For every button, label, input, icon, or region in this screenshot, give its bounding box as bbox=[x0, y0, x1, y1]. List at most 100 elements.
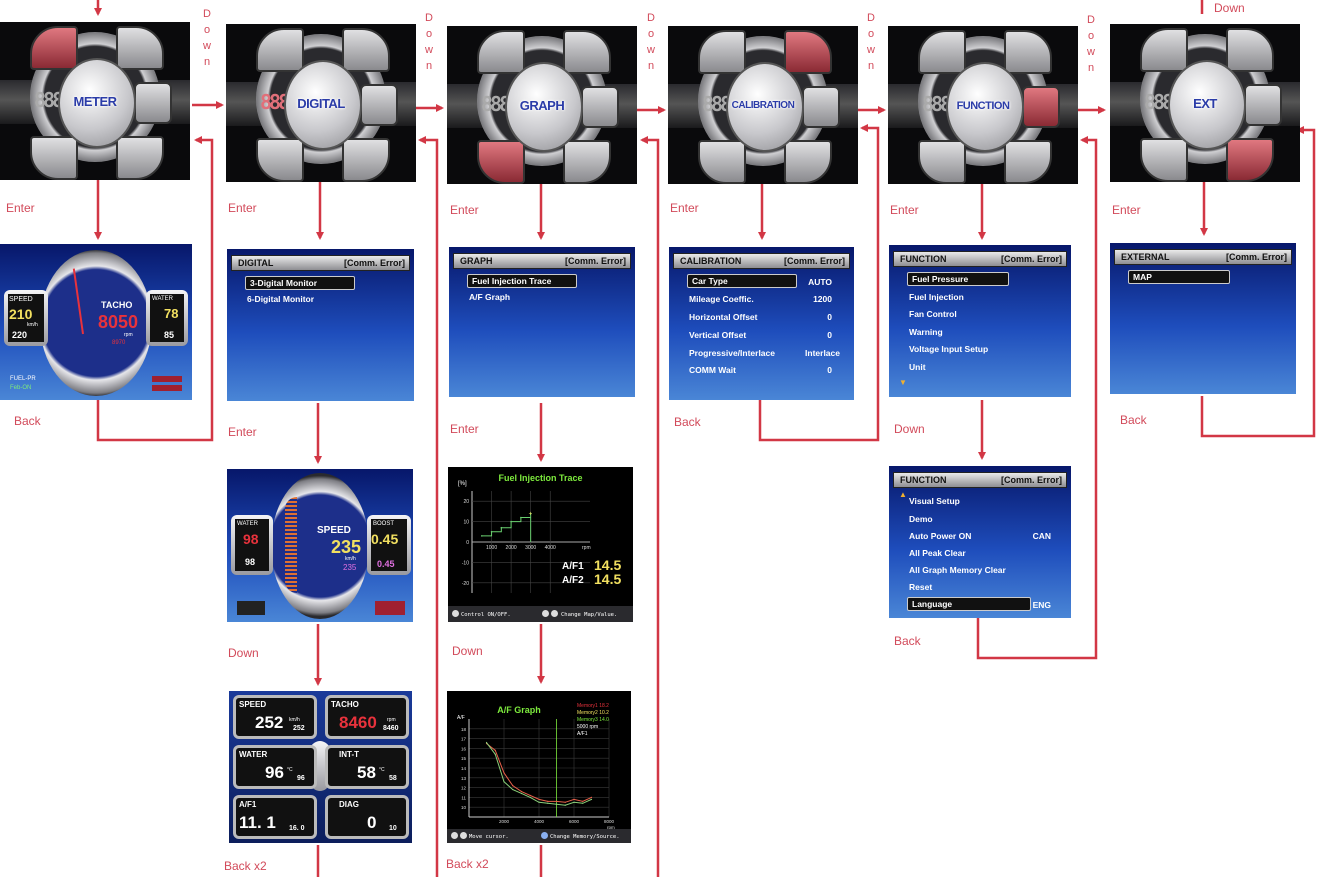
y-tick-label: -10 bbox=[462, 560, 469, 566]
y-tick-label: 16 bbox=[461, 746, 467, 751]
menu-item-progressive[interactable]: Progressive/Interlace bbox=[689, 348, 775, 358]
comm-error: [Comm. Error] bbox=[1000, 254, 1062, 264]
y-tick-label: 10 bbox=[461, 805, 467, 810]
menu-item-reset[interactable]: Reset bbox=[909, 582, 933, 592]
data-point bbox=[538, 798, 540, 800]
back-x2-label: Back x2 bbox=[224, 859, 267, 873]
menu-item-language[interactable]: Language bbox=[907, 597, 1031, 611]
enter-label: Enter bbox=[670, 201, 699, 215]
main-menu-title: EXT bbox=[1193, 96, 1217, 111]
menu-value: AUTO bbox=[808, 277, 832, 287]
data-point bbox=[520, 516, 522, 519]
cell-value: 96 bbox=[265, 763, 284, 782]
speed-unit: km/h bbox=[345, 556, 356, 562]
menu-item-all-peak-clear[interactable]: All Peak Clear bbox=[909, 548, 966, 558]
cell-unit: rpm bbox=[387, 717, 396, 723]
water-value: 98 bbox=[243, 531, 259, 547]
data-point bbox=[529, 794, 531, 797]
arrow-button-icon bbox=[542, 610, 549, 617]
data-point bbox=[512, 785, 514, 787]
down-label: Down bbox=[1214, 1, 1245, 15]
menu-item-demo[interactable]: Demo bbox=[909, 514, 933, 524]
speed-value: 210 bbox=[9, 306, 33, 322]
menu-item-horizontal-offset[interactable]: Horizontal Offset bbox=[689, 312, 758, 322]
data-point bbox=[510, 520, 512, 523]
menu-value: ENG bbox=[1032, 600, 1051, 610]
x-tick-label: 2000 bbox=[499, 819, 510, 824]
y-tick-label: 11 bbox=[461, 795, 466, 800]
main-menu-calibration: 888 CALIBRATION bbox=[668, 26, 858, 184]
scroll-down-icon[interactable]: ▼ bbox=[899, 378, 907, 387]
tacho-value: 8050 bbox=[98, 312, 139, 332]
arrow-back-meter bbox=[96, 136, 214, 442]
arrow-back-digital-up bbox=[418, 136, 439, 877]
back-label: Back bbox=[1120, 413, 1147, 427]
scroll-up-icon[interactable]: ▲ bbox=[899, 490, 907, 499]
back-label: Back bbox=[674, 415, 701, 429]
y-unit: [%] bbox=[458, 481, 467, 487]
speed-unit: km/h bbox=[27, 322, 38, 328]
cell-sub: 16. 0 bbox=[289, 825, 305, 832]
arrow-button-icon bbox=[460, 832, 467, 839]
menu-item-map[interactable]: MAP bbox=[1128, 270, 1230, 284]
x-tick-label: 4000 bbox=[534, 819, 545, 824]
arrow-button-icon bbox=[551, 610, 558, 617]
y-tick-label: 0 bbox=[466, 540, 469, 546]
data-point bbox=[503, 772, 505, 774]
data-point bbox=[573, 798, 575, 800]
main-menu-graph: 888 GRAPH bbox=[447, 26, 637, 184]
arrow-back-ext bbox=[1200, 126, 1316, 438]
button-icon bbox=[452, 610, 459, 617]
data-point bbox=[564, 801, 566, 803]
af2-label: A/F2 bbox=[562, 575, 584, 586]
menu-item-all-graph-memory-clear[interactable]: All Graph Memory Clear bbox=[909, 565, 1006, 575]
legend-item: Memory3 14.0 bbox=[577, 717, 609, 723]
down-label: Down bbox=[203, 8, 211, 68]
data-point bbox=[538, 801, 540, 803]
hint-right: Change Memory/Source. bbox=[550, 834, 620, 840]
legend-item: A/F1 bbox=[577, 731, 588, 737]
data-point bbox=[485, 741, 488, 744]
menu-value: 1200 bbox=[813, 294, 832, 304]
menu-item-comm-wait[interactable]: COMM Wait bbox=[689, 365, 736, 375]
x-tick-label: 4000 bbox=[545, 545, 556, 551]
speed-label: SPEED bbox=[317, 525, 351, 536]
data-point bbox=[480, 535, 483, 537]
menu-item-auto-power[interactable]: Auto Power ON bbox=[909, 531, 972, 541]
cell-label: DIAG bbox=[339, 800, 359, 809]
menu-item-visual-setup[interactable]: Visual Setup bbox=[909, 496, 960, 506]
menu-item-warning[interactable]: Warning bbox=[909, 327, 943, 337]
speed-sub: 220 bbox=[12, 330, 28, 340]
x-tick-label: 1000 bbox=[486, 545, 497, 551]
menu-item-mileage[interactable]: Mileage Coeffic. bbox=[689, 294, 754, 304]
y-tick-label: 10 bbox=[463, 520, 469, 526]
cell-value: 0 bbox=[367, 813, 377, 832]
menu-item-fuel-injection-trace[interactable]: Fuel Injection Trace bbox=[467, 274, 577, 288]
menu-item-fuel-injection[interactable]: Fuel Injection bbox=[909, 292, 964, 302]
menu-item-6-digital[interactable]: 6-Digital Monitor bbox=[247, 294, 315, 304]
menu-item-fan-control[interactable]: Fan Control bbox=[909, 309, 957, 319]
menu-value: 0 bbox=[827, 330, 832, 340]
data-point bbox=[529, 512, 532, 515]
menu-item-3-digital[interactable]: 3-Digital Monitor bbox=[245, 276, 355, 290]
x-tick-label: 3000 bbox=[525, 545, 536, 551]
speed-label: SPEED bbox=[9, 296, 33, 303]
data-point bbox=[503, 781, 505, 783]
data-point bbox=[494, 753, 496, 755]
y-tick-label: 17 bbox=[461, 737, 467, 742]
digital3-screen: WATER 98 98 BOOST 0.45 0.45 SPEED 235 km… bbox=[227, 469, 413, 622]
water-sub: 85 bbox=[164, 330, 175, 340]
arrow-back-graph-up bbox=[640, 136, 660, 877]
menu-item-voltage-input[interactable]: Voltage Input Setup bbox=[909, 344, 989, 354]
enter-label: Enter bbox=[228, 425, 257, 439]
menu-item-vertical-offset[interactable]: Vertical Offset bbox=[689, 330, 747, 340]
fuel-status: Feb-ON bbox=[10, 385, 32, 391]
menu-item-car-type[interactable]: Car Type bbox=[687, 274, 797, 288]
menu-item-af-graph[interactable]: A/F Graph bbox=[469, 292, 511, 302]
cell-sub: 8460 bbox=[383, 725, 399, 732]
menu-item-fuel-pressure[interactable]: Fuel Pressure bbox=[907, 272, 1009, 286]
menu-item-unit[interactable]: Unit bbox=[909, 362, 926, 372]
